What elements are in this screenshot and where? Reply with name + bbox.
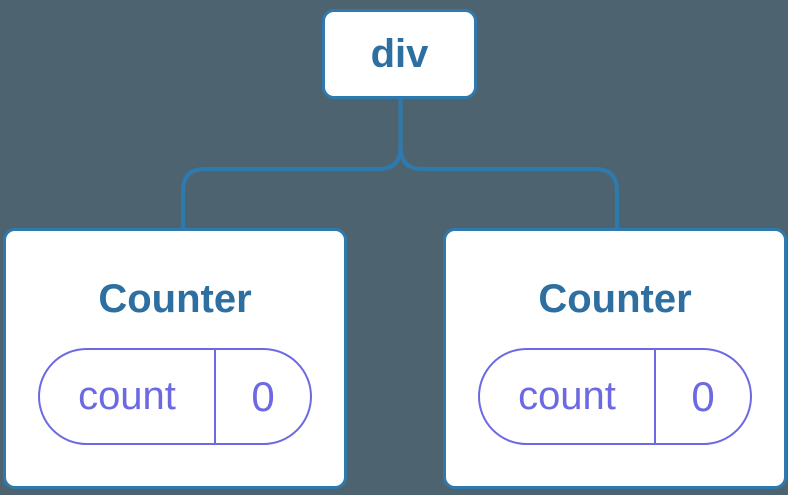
counter-node-left: Counter count 0	[3, 228, 347, 489]
component-name: Counter	[538, 277, 692, 321]
root-node-label: div	[370, 31, 429, 76]
state-key-label: count	[78, 374, 176, 418]
state-pill: count 0	[478, 348, 752, 445]
component-name: Counter	[98, 277, 252, 321]
state-value: 0	[214, 350, 310, 443]
state-key-label: count	[518, 374, 616, 418]
counter-node-right: Counter count 0	[443, 228, 787, 489]
state-value: 0	[654, 350, 750, 443]
root-node-div: div	[322, 9, 477, 99]
connector-edge-left	[181, 97, 403, 230]
state-pill: count 0	[38, 348, 312, 445]
connector-edge-right	[398, 97, 619, 230]
